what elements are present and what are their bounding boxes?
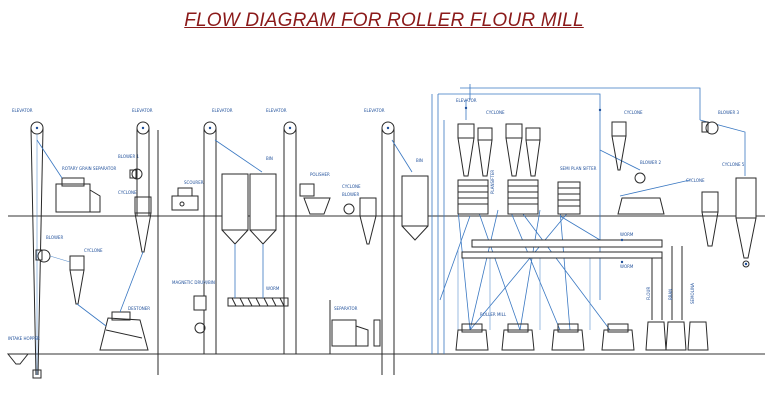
blower-1 (129, 168, 143, 180)
cyclone-1 (134, 196, 152, 253)
elevator-label-3: ELEVATOR (212, 108, 233, 113)
elevator-label-2: ELEVATOR (132, 108, 153, 113)
rotary-grain-separator-label: ROTARY GRAIN SEPARATOR (62, 166, 117, 171)
intake-hopper (6, 353, 30, 365)
bin-2-label: BIN (416, 158, 423, 163)
cyclone-3-label: CYCLONE (342, 184, 361, 189)
destoner-label: DESTONER (128, 306, 150, 311)
cyclone-2 (69, 255, 85, 305)
blower-3 (701, 121, 719, 135)
intake-hopper-label: INTAKE HOPPER (8, 336, 40, 341)
worm-1 (227, 297, 289, 307)
destoner (99, 311, 149, 351)
cyclone-5 (611, 121, 627, 171)
roller-mill-label: ROLLER MILL (480, 312, 507, 317)
roller-mill (455, 323, 635, 351)
worm-2-label: WORM (620, 232, 634, 237)
plansifter (457, 179, 539, 215)
cyclone-6-label: CYCLONE (686, 178, 705, 183)
magnetic-drum-label: MAGNETIC DRUM/BIN (172, 280, 215, 285)
cyclone-3 (359, 197, 377, 245)
product-3-label: SEMOLINA (690, 283, 695, 304)
semi-plan-sifter (557, 181, 581, 215)
worm-3 (461, 251, 663, 259)
elevator-label-4: ELEVATOR (266, 108, 287, 113)
blower-b-label: BLOWER (342, 192, 359, 197)
cyclone-4-label: CYCLONE (486, 110, 505, 115)
bin-1-label: BIN (266, 156, 273, 161)
blower-b (343, 203, 355, 215)
scourer (171, 187, 199, 211)
cyclone-5-label: CYCLONE (624, 110, 643, 115)
elevator-label-1: ELEVATOR (12, 108, 33, 113)
magnetic-drum (193, 295, 207, 334)
cyclone-7 (735, 177, 757, 268)
elevator-3 (203, 121, 217, 354)
cyclone-1-label: CYCLONE (118, 190, 137, 195)
cyclone-6 (701, 191, 719, 247)
cyclone-group-4 (457, 123, 541, 177)
blower-a (35, 249, 51, 263)
elevator-1 (30, 121, 44, 379)
scourer-label: SCOURER (184, 180, 204, 185)
elevator-2 (136, 121, 150, 216)
bin-2 (401, 175, 429, 241)
blower-a-label: BLOWER (46, 235, 63, 240)
semi-plan-sifter-label: SEMI PLAN SIFTER (560, 166, 597, 171)
plansifter-label: PLANSIFTER (490, 170, 495, 194)
blower-3-label: BLOWER 3 (718, 110, 740, 115)
worm-1-label: WORM (266, 286, 280, 291)
separator (331, 319, 381, 347)
blower-2-label: BLOWER 2 (640, 160, 662, 165)
diagram-title: FLOW DIAGRAM FOR ROLLER FLOUR MILL (184, 10, 584, 31)
connection-dots (35, 106, 748, 266)
cyclone-2-label: CYCLONE (84, 248, 103, 253)
bin-1 (221, 173, 277, 245)
elevator-top-label: ELEVATOR (456, 98, 477, 103)
cyclone-7-label: CYCLONE 5 (722, 162, 745, 167)
product-1-label: FLOUR (646, 287, 651, 300)
rotary-grain-separator (55, 177, 101, 213)
elevator-4 (283, 121, 297, 354)
elevator-5 (381, 121, 395, 375)
blower-1-label: BLOWER 1 (118, 154, 140, 159)
worm-2 (471, 239, 663, 248)
product-bags (645, 321, 709, 351)
separator-label: SEPARATOR (334, 306, 358, 311)
polisher-label: POLISHER (310, 172, 330, 177)
elevator-label-5: ELEVATOR (364, 108, 385, 113)
product-2-label: BRAN (668, 289, 673, 300)
worm-3-label: WORM (620, 264, 634, 269)
polisher (299, 183, 331, 215)
pipe-network (431, 84, 746, 354)
blower-2 (617, 172, 665, 215)
